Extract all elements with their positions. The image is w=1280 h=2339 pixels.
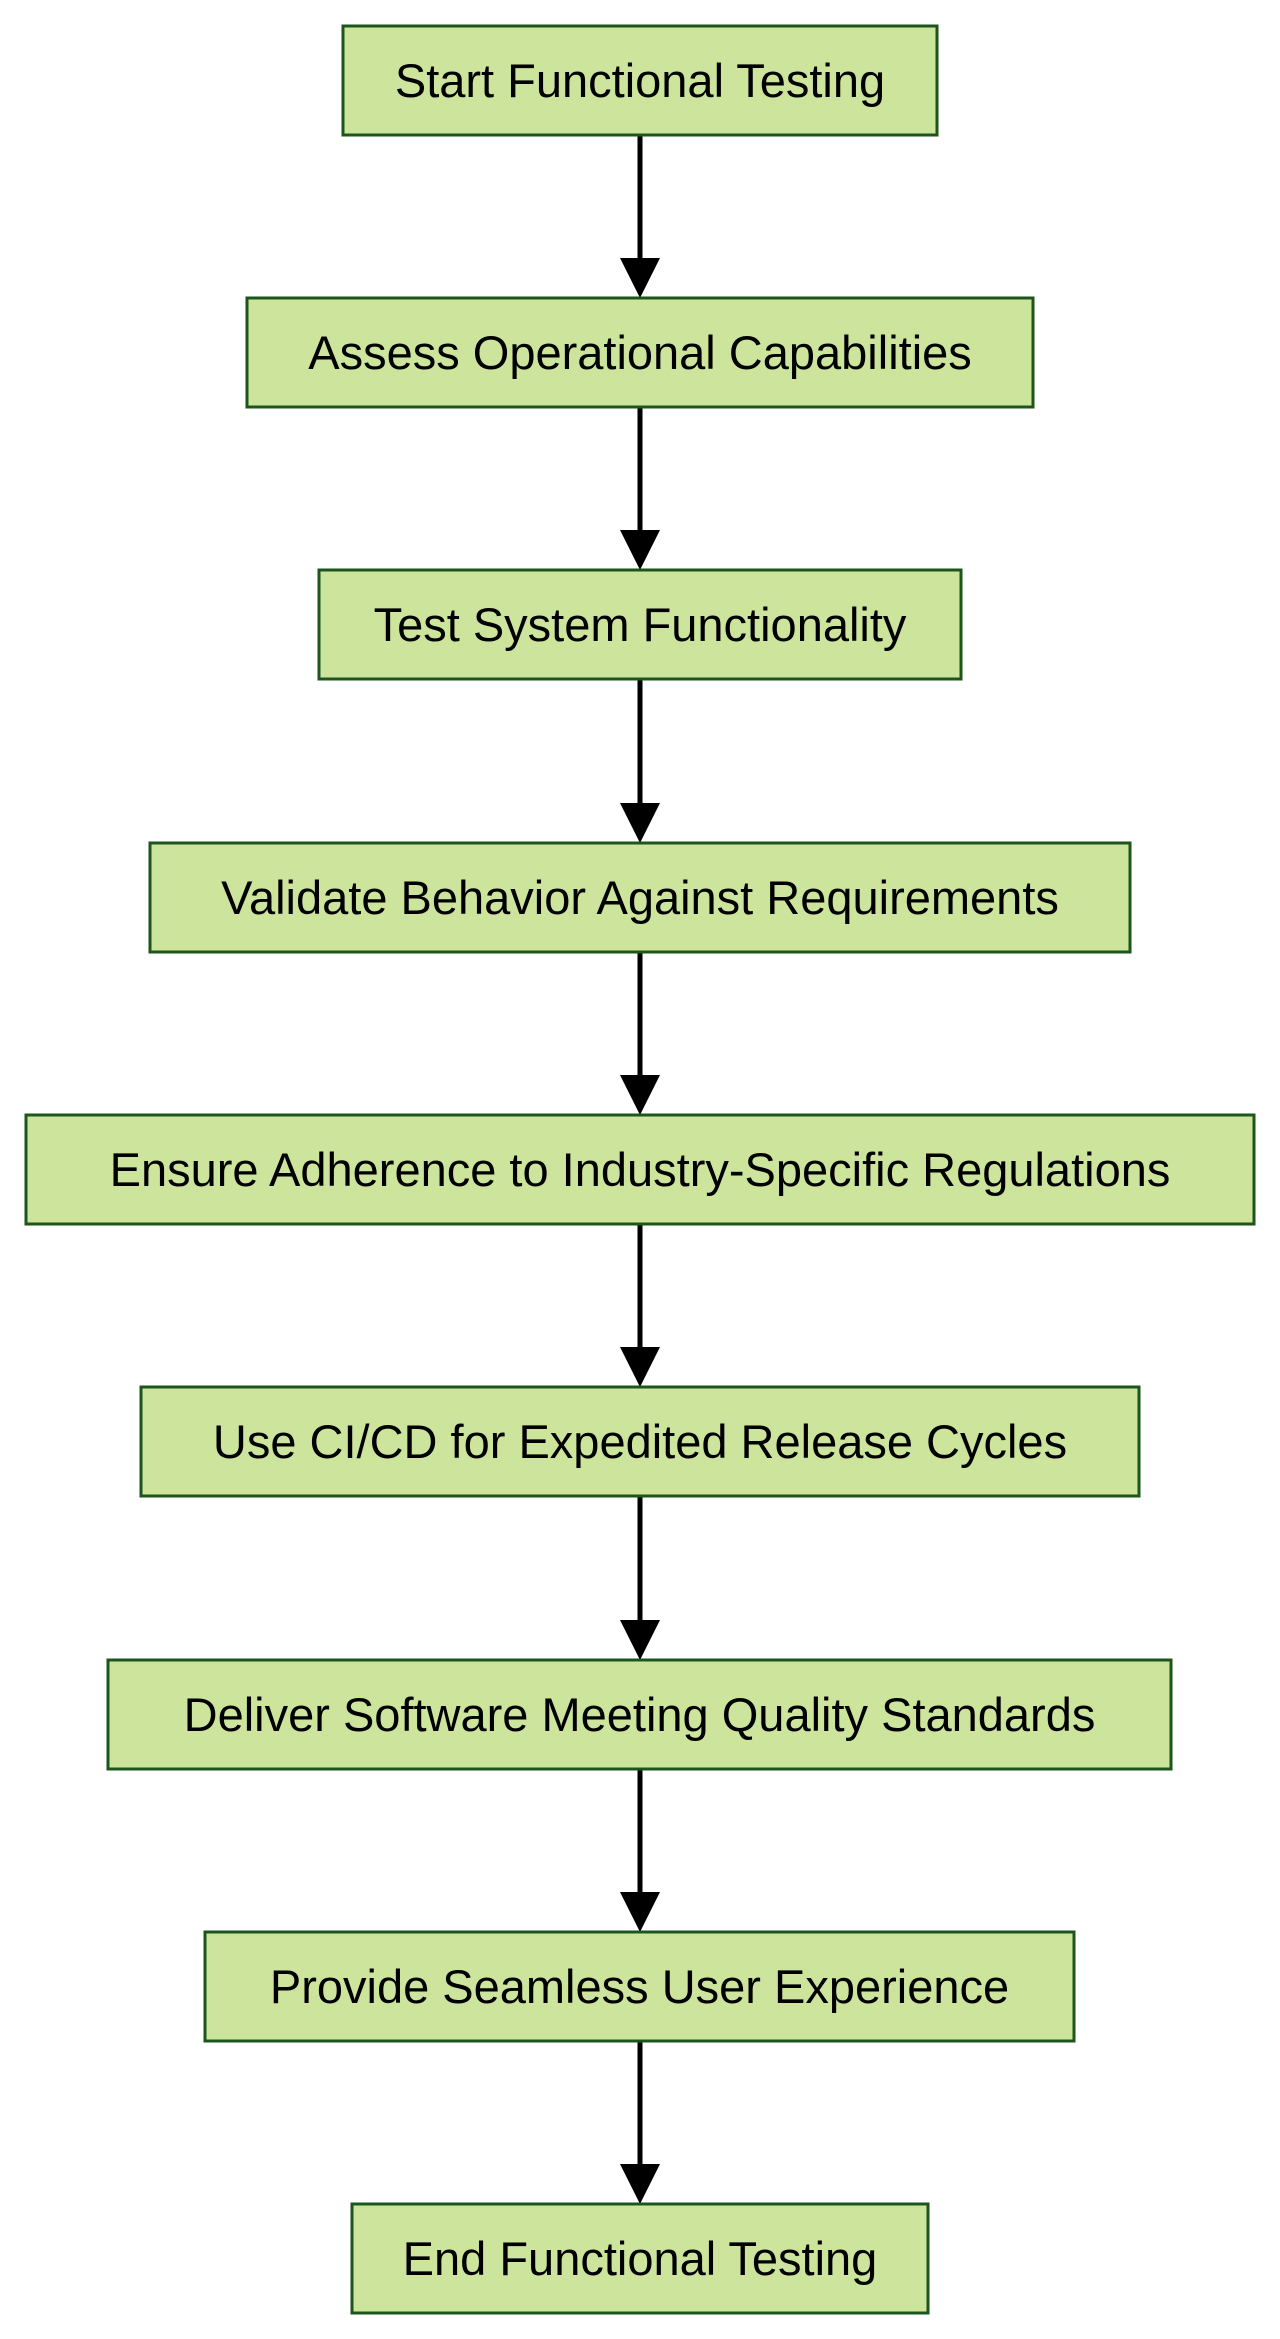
node-box-cicd <box>139 1385 1141 1498</box>
node-box-validate <box>148 841 1132 954</box>
node-label-assess: Assess Operational Capabilities <box>308 326 972 379</box>
edge-cicd-to-deliver <box>620 1496 660 1660</box>
node-assess: Assess Operational Capabilities <box>245 296 1035 409</box>
arrowhead-icon <box>620 803 660 843</box>
node-label-start: Start Functional Testing <box>395 54 885 107</box>
edge-start-to-assess <box>620 135 660 298</box>
edge-provide-to-end <box>620 2041 660 2204</box>
node-box-deliver <box>106 1658 1173 1771</box>
node-box-provide <box>203 1930 1076 2043</box>
node-label-end: End Functional Testing <box>403 2232 878 2285</box>
node-box-ensure <box>24 1113 1256 1226</box>
node-label-test: Test System Functionality <box>374 598 907 651</box>
node-label-validate: Validate Behavior Against Requirements <box>221 871 1059 924</box>
node-box-test <box>317 568 963 681</box>
arrowhead-icon <box>620 1892 660 1932</box>
edge-assess-to-test <box>620 407 660 570</box>
arrowhead-icon <box>620 2164 660 2204</box>
node-box-start <box>341 24 939 137</box>
arrowhead-icon <box>620 1620 660 1660</box>
edges-layer <box>620 135 660 2204</box>
edge-test-to-validate <box>620 679 660 843</box>
edge-validate-to-ensure <box>620 952 660 1115</box>
node-label-deliver: Deliver Software Meeting Quality Standar… <box>184 1688 1096 1741</box>
node-box-end <box>350 2202 930 2315</box>
node-deliver: Deliver Software Meeting Quality Standar… <box>106 1658 1173 1771</box>
edge-ensure-to-cicd <box>620 1224 660 1387</box>
node-label-provide: Provide Seamless User Experience <box>270 1960 1009 2013</box>
node-ensure: Ensure Adherence to Industry-Specific Re… <box>24 1113 1256 1226</box>
arrowhead-icon <box>620 258 660 298</box>
node-start: Start Functional Testing <box>341 24 939 137</box>
edge-deliver-to-provide <box>620 1769 660 1932</box>
arrowhead-icon <box>620 530 660 570</box>
node-label-cicd: Use CI/CD for Expedited Release Cycles <box>213 1415 1067 1468</box>
node-validate: Validate Behavior Against Requirements <box>148 841 1132 954</box>
node-provide: Provide Seamless User Experience <box>203 1930 1076 2043</box>
node-box-assess <box>245 296 1035 409</box>
node-test: Test System Functionality <box>317 568 963 681</box>
arrowhead-icon <box>620 1347 660 1387</box>
node-label-ensure: Ensure Adherence to Industry-Specific Re… <box>110 1143 1171 1196</box>
arrowhead-icon <box>620 1075 660 1115</box>
node-cicd: Use CI/CD for Expedited Release Cycles <box>139 1385 1141 1498</box>
node-end: End Functional Testing <box>350 2202 930 2315</box>
